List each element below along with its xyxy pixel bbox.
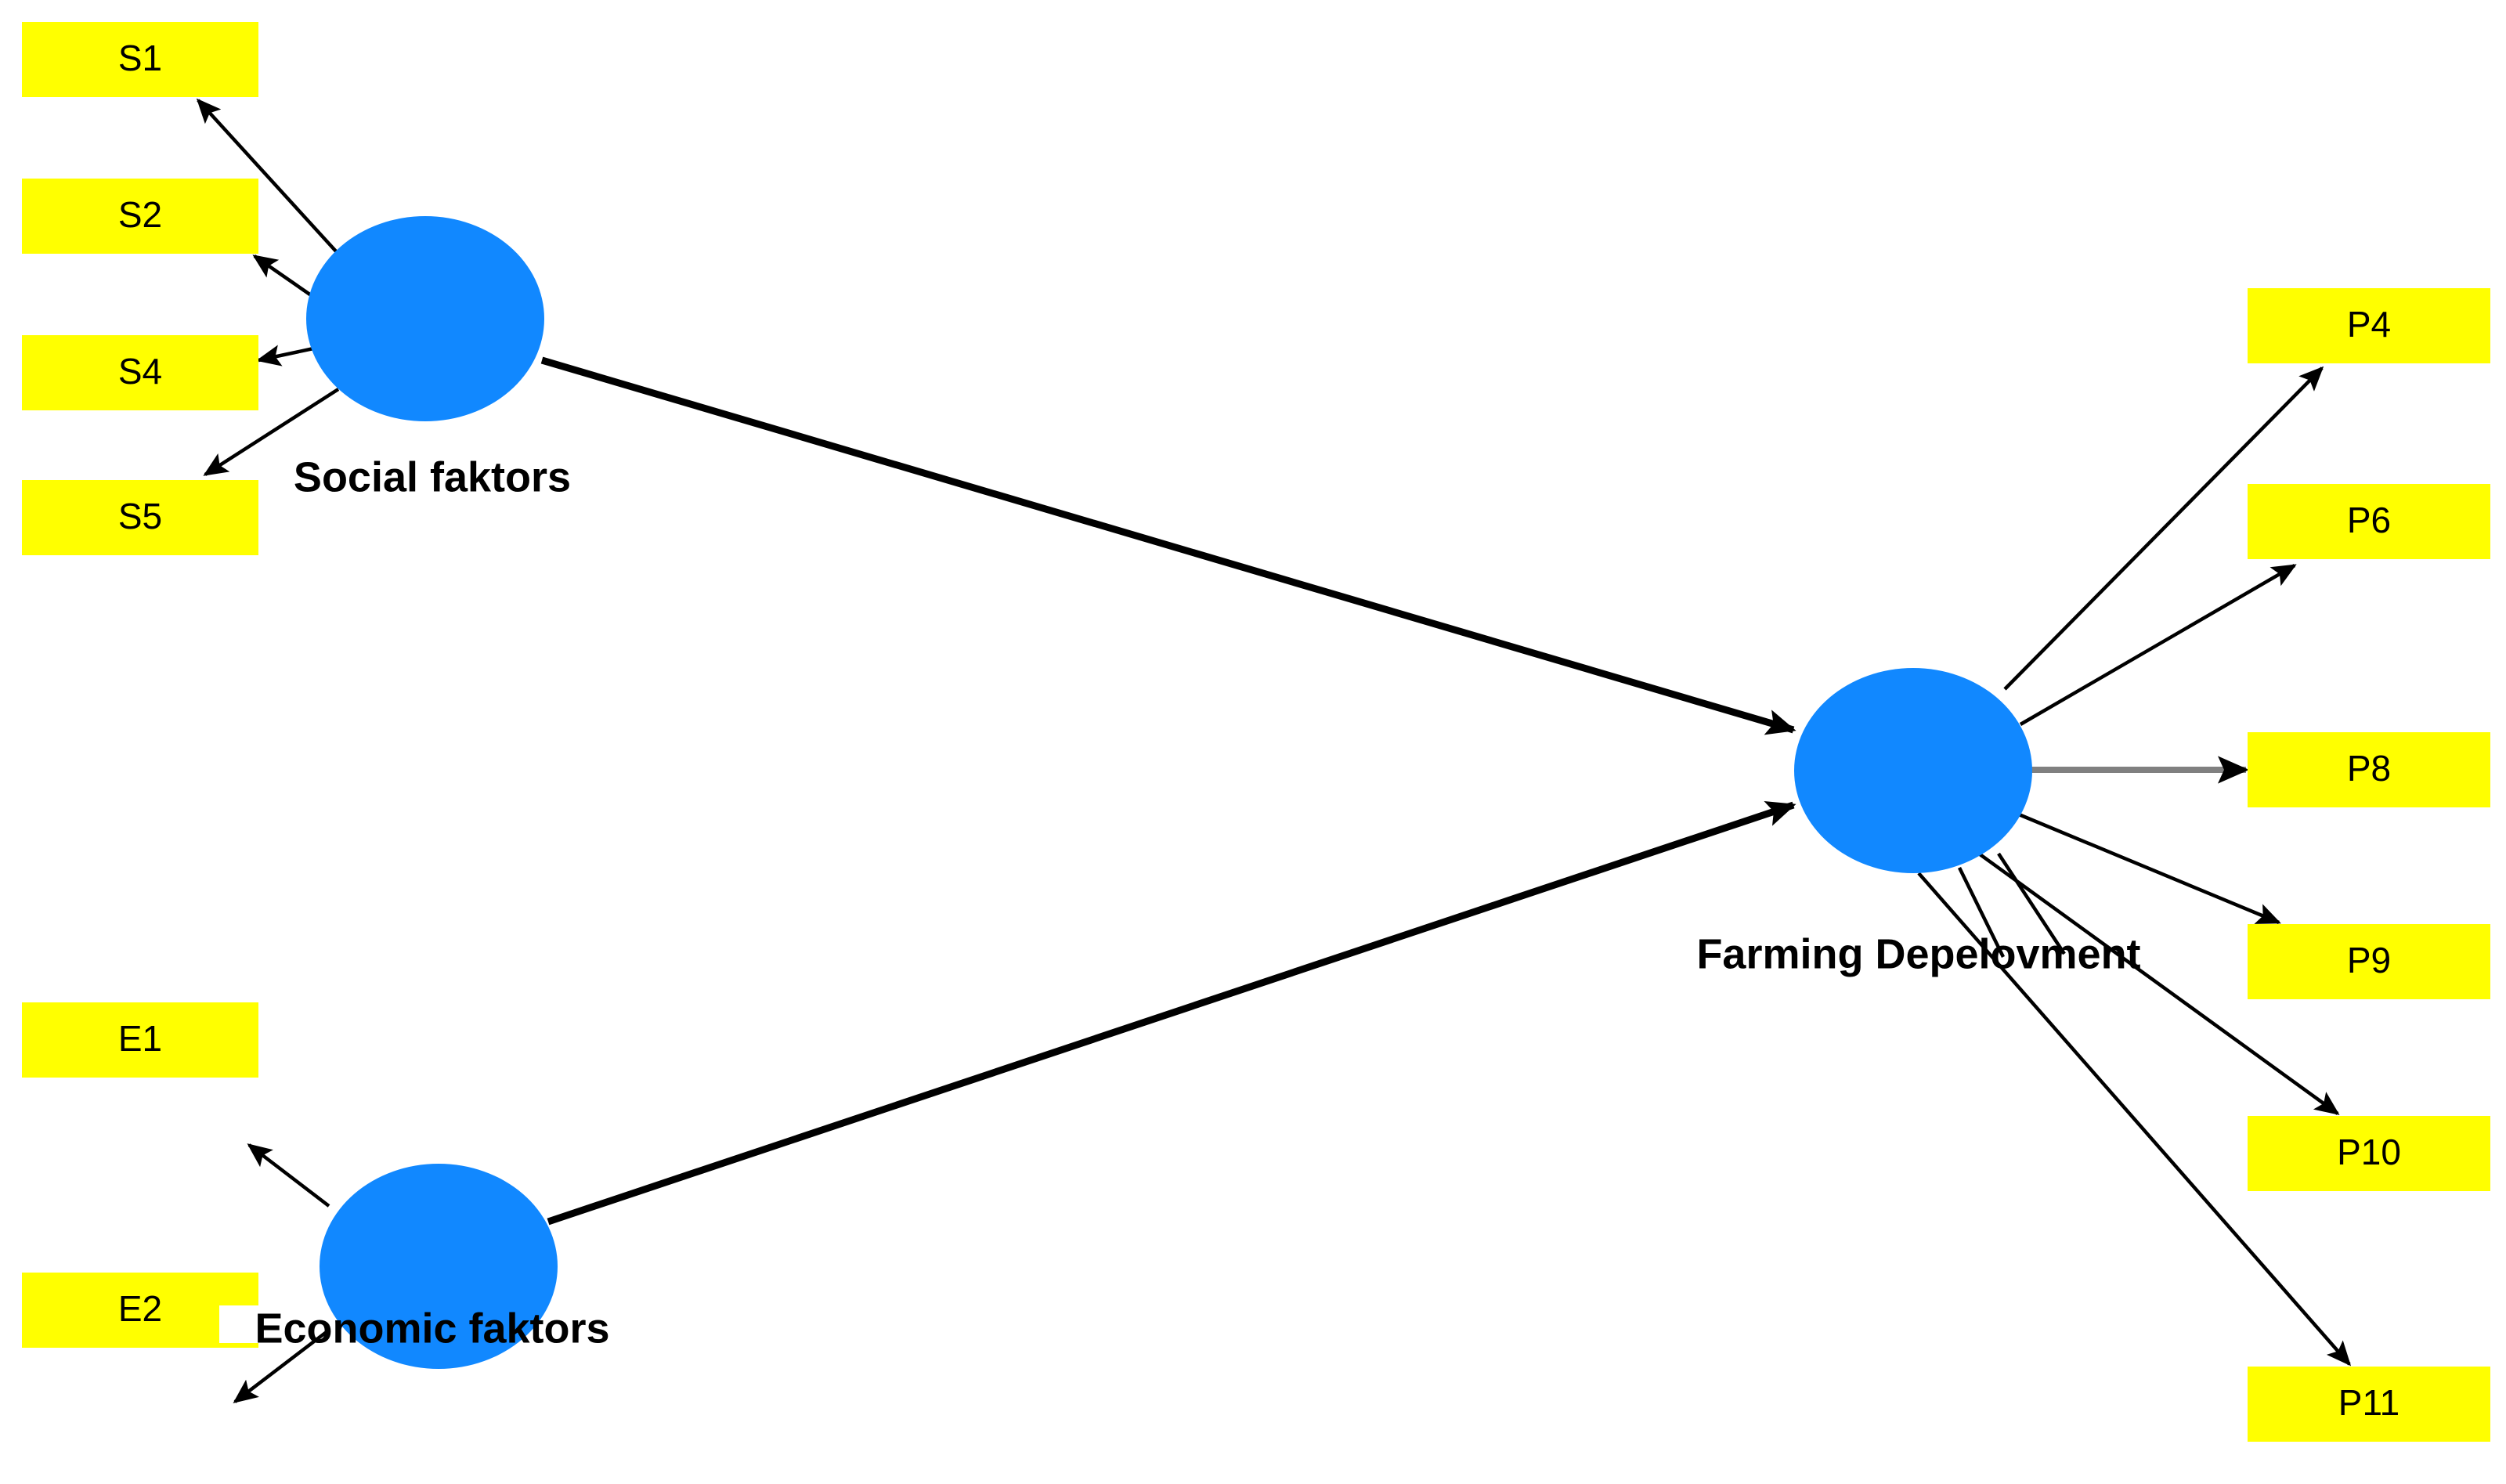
indicator-rect: [22, 335, 258, 410]
indicator-rect: [22, 1002, 258, 1078]
edge-social-farming: [540, 356, 1796, 735]
construct-label-farming: Farming Depelovment: [1696, 930, 2140, 977]
indicator-box-p8[interactable]: P8: [2248, 732, 2490, 807]
indicator-rect: [22, 22, 258, 97]
indicator-label: P10: [2337, 1132, 2401, 1172]
edge-stubs-layer: [1957, 852, 2066, 958]
construct-node-farming[interactable]: [1794, 668, 2032, 873]
edge-social-S4: [255, 345, 318, 366]
edge-economic-farming: [547, 801, 1796, 1226]
edge-economic-E2: [233, 1330, 329, 1403]
indicator-label: S4: [118, 351, 162, 392]
indicator-box-p10[interactable]: P10: [2248, 1116, 2490, 1191]
construct-ellipse: [320, 1164, 558, 1369]
edge-social-S1: [196, 98, 338, 254]
indicator-label: P9: [2347, 940, 2391, 980]
indicator-label: P4: [2347, 304, 2391, 345]
indicator-box-p9[interactable]: P9: [2248, 924, 2490, 999]
indicator-label: E2: [118, 1288, 162, 1329]
indicator-rect: [2248, 732, 2490, 807]
edge-economic-E1: [247, 1143, 330, 1208]
edge-farming-P9: [2018, 812, 2281, 925]
indicator-label: S1: [118, 38, 162, 78]
label-overlap-notch: [219, 1305, 265, 1343]
indicator-box-e2[interactable]: E2: [22, 1273, 258, 1348]
indicator-label: S2: [118, 194, 162, 235]
indicator-box-p6[interactable]: P6: [2248, 484, 2490, 559]
indicator-rect: [22, 1273, 258, 1348]
indicator-box-s1[interactable]: S1: [22, 22, 258, 97]
edge-stub-stub-1: [1957, 867, 2006, 958]
indicator-label: E1: [118, 1018, 162, 1059]
indicator-box-s2[interactable]: S2: [22, 179, 258, 254]
indicator-box-p4[interactable]: P4: [2248, 288, 2490, 363]
edge-stub-stub-2: [1997, 852, 2066, 955]
indicator-rect: [2248, 288, 2490, 363]
edge-social-S5: [203, 388, 340, 476]
indicator-box-e1[interactable]: E1: [22, 1002, 258, 1078]
edge-farming-P10: [1972, 848, 2340, 1115]
indicator-rect: [22, 480, 258, 555]
construct-node-economic[interactable]: [320, 1164, 558, 1369]
edge-farming-P4: [2003, 366, 2324, 691]
indicator-box-s4[interactable]: S4: [22, 335, 258, 410]
indicator-rect: [2248, 1116, 2490, 1191]
construct-ellipse: [306, 216, 544, 421]
edges-layer: [196, 98, 2352, 1403]
construct-label-economic: Economic faktors: [255, 1305, 609, 1352]
indicator-box-s5[interactable]: S5: [22, 480, 258, 555]
construct-ellipse: [1794, 668, 2032, 873]
construct-label-social: Social faktors: [294, 453, 571, 500]
indicator-label: S5: [118, 496, 162, 536]
indicator-rect: [2248, 924, 2490, 999]
indicator-box-p11[interactable]: P11: [2248, 1367, 2490, 1442]
edge-social-S2: [252, 255, 315, 298]
edge-farming-P6: [2019, 564, 2297, 726]
indicator-rect: [2248, 484, 2490, 559]
indicator-rect: [2248, 1367, 2490, 1442]
indicator-label: P11: [2338, 1382, 2399, 1423]
indicator-label: P8: [2347, 748, 2391, 789]
edge-farming-P11: [1917, 872, 2352, 1367]
construct-node-social[interactable]: [306, 216, 544, 421]
indicator-rect: [22, 179, 258, 254]
indicator-label: P6: [2347, 500, 2391, 540]
